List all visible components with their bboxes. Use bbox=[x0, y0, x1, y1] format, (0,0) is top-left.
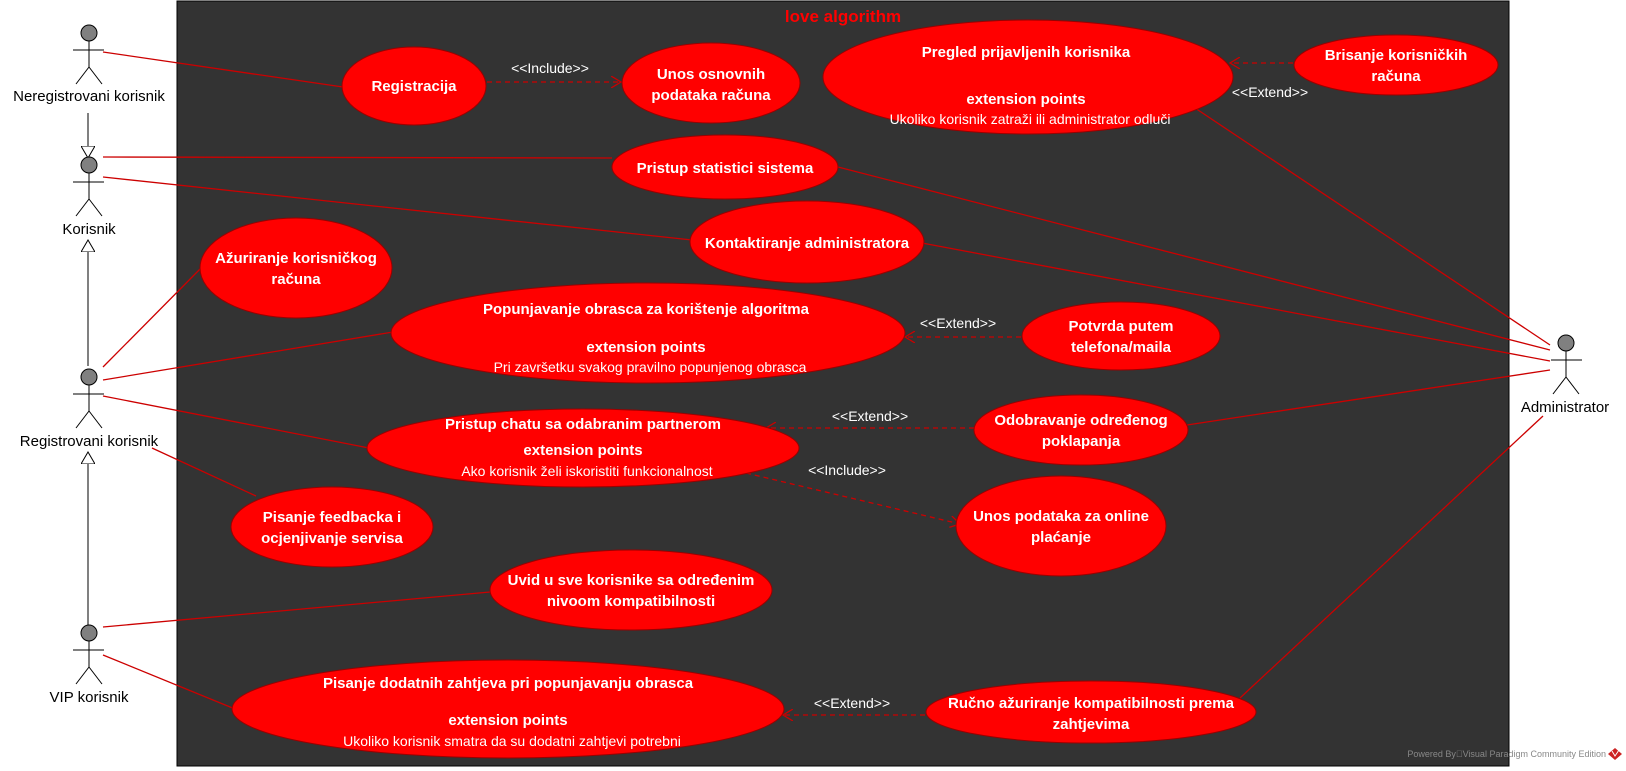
svg-text:Odobravanje određenog: Odobravanje određenog bbox=[994, 412, 1167, 429]
usecase-unos-podataka-placanje[interactable]: Unos podataka za online plaćanje bbox=[955, 475, 1167, 577]
svg-text:Neregistrovani korisnik: Neregistrovani korisnik bbox=[13, 88, 165, 105]
svg-text:extension points: extension points bbox=[448, 712, 567, 729]
usecase-brisanje-racuna[interactable]: Brisanje korisničkih računa bbox=[1293, 34, 1499, 96]
assoc-vip-dodatni bbox=[102, 654, 236, 710]
svg-text:Pisanje dodatnih zahtjeva pri: Pisanje dodatnih zahtjeva pri popunjavan… bbox=[323, 675, 694, 692]
svg-text:extension points: extension points bbox=[523, 442, 642, 459]
assoc-admin-statistika bbox=[837, 166, 1551, 351]
assoc-korisnik-statistika bbox=[102, 156, 613, 159]
actor-head-icon bbox=[80, 156, 98, 174]
actor-head-icon bbox=[80, 624, 98, 642]
svg-text:Registrovani korisnik: Registrovani korisnik bbox=[20, 433, 159, 450]
system-title: love algorithm bbox=[785, 7, 901, 26]
usecase-kontaktiranje-administratora[interactable]: Kontaktiranje administratora bbox=[689, 200, 925, 284]
assoc-admin-rucno bbox=[1239, 415, 1544, 699]
assoc-korisnik-kontakt bbox=[102, 176, 693, 241]
svg-text:Pristup statistici sistema: Pristup statistici sistema bbox=[637, 160, 814, 177]
svg-text:Administrator: Administrator bbox=[1521, 399, 1609, 416]
svg-text:računa: računa bbox=[271, 271, 321, 288]
usecase-azuriranje-racuna[interactable]: Ažuriranje korisničkog računa bbox=[199, 217, 393, 319]
svg-text:Ručno ažuriranje kompatibilnos: Ručno ažuriranje kompatibilnosti prema bbox=[948, 695, 1235, 712]
actor-administrator[interactable]: Administrator bbox=[1521, 334, 1609, 416]
svg-text:nivoom kompatibilnosti: nivoom kompatibilnosti bbox=[547, 593, 715, 610]
usecase-rucno-azuriranje[interactable]: Ručno ažuriranje kompatibilnosti prema z… bbox=[925, 680, 1257, 744]
usecase-pisanje-dodatnih-zahtjeva[interactable]: Pisanje dodatnih zahtjeva pri popunjavan… bbox=[231, 659, 785, 759]
visual-paradigm-logo-icon bbox=[1608, 748, 1622, 760]
actor-head-icon bbox=[80, 368, 98, 386]
svg-text:Unos osnovnih: Unos osnovnih bbox=[657, 66, 765, 83]
svg-text:Pri završetku svakog pravilno: Pri završetku svakog pravilno popunjenog… bbox=[494, 359, 807, 375]
usecase-odobravanje-poklapanja[interactable]: Odobravanje određenog poklapanja bbox=[973, 394, 1189, 466]
svg-text:telefona/maila: telefona/maila bbox=[1071, 339, 1172, 356]
actor-vip-korisnik[interactable]: VIP korisnik bbox=[50, 624, 129, 706]
assoc-neregistrovani-registracija bbox=[102, 51, 344, 88]
svg-text:VIP korisnik: VIP korisnik bbox=[50, 689, 129, 706]
svg-text:Registracija: Registracija bbox=[371, 78, 457, 95]
actor-neregistrovani-korisnik[interactable]: Neregistrovani korisnik bbox=[13, 24, 165, 105]
svg-text:ocjenjivanje servisa: ocjenjivanje servisa bbox=[261, 530, 403, 547]
assoc-admin-kontakt bbox=[921, 242, 1551, 362]
assoc-registrovani-azuriranje bbox=[102, 263, 206, 368]
svg-text:plaćanje: plaćanje bbox=[1031, 529, 1091, 546]
assoc-vip-uvid bbox=[102, 591, 491, 628]
actor-korisnik[interactable]: Korisnik bbox=[62, 156, 116, 238]
stereotype-include-registracija: <<Include>> bbox=[511, 60, 589, 76]
assoc-registrovani-feedback bbox=[151, 447, 257, 497]
svg-text:Unos podataka za online: Unos podataka za online bbox=[973, 508, 1149, 525]
stereotype-extend-brisanje: <<Extend>> bbox=[1232, 84, 1308, 100]
usecase-potvrda-telefon-mail[interactable]: Potvrda putem telefona/maila bbox=[1021, 301, 1221, 371]
svg-text:Potvrda putem: Potvrda putem bbox=[1068, 318, 1173, 335]
usecase-uvid-korisnike[interactable]: Uvid u sve korisnike sa određenim nivoom… bbox=[489, 549, 773, 631]
svg-text:Ažuriranje korisničkog: Ažuriranje korisničkog bbox=[215, 250, 377, 267]
svg-text:poklapanja: poklapanja bbox=[1042, 433, 1121, 450]
svg-text:extension points: extension points bbox=[586, 339, 705, 356]
usecase-feedback-ocjenjivanje[interactable]: Pisanje feedbacka i ocjenjivanje servisa bbox=[230, 486, 434, 568]
stereotype-extend-rucno: <<Extend>> bbox=[814, 695, 890, 711]
stereotype-extend-odobravanje: <<Extend>> bbox=[832, 408, 908, 424]
svg-text:Kontaktiranje administratora: Kontaktiranje administratora bbox=[705, 235, 910, 252]
powered-by-credit: Powered By Visual Paradigm Community Edi… bbox=[1407, 749, 1606, 759]
stereotype-extend-potvrda: <<Extend>> bbox=[920, 315, 996, 331]
svg-text:Pristup chatu sa odabranim par: Pristup chatu sa odabranim partnerom bbox=[445, 416, 721, 433]
usecase-pristup-statistici[interactable]: Pristup statistici sistema bbox=[611, 134, 839, 200]
assoc-admin-pregled bbox=[1194, 107, 1551, 346]
svg-text:Ako korisnik želi iskoristiti: Ako korisnik želi iskoristiti funkcional… bbox=[461, 463, 712, 479]
usecase-pristup-chatu[interactable]: Pristup chatu sa odabranim partnerom ext… bbox=[366, 408, 800, 488]
usecase-pregled-prijavljenih[interactable]: Pregled prijavljenih korisnika extension… bbox=[822, 19, 1234, 135]
usecase-registracija[interactable]: Registracija bbox=[341, 46, 487, 126]
assoc-admin-odobravanje bbox=[1186, 369, 1551, 426]
svg-text:Uvid u sve korisnike sa određe: Uvid u sve korisnike sa određenim bbox=[508, 572, 755, 589]
svg-text:Korisnik: Korisnik bbox=[62, 221, 116, 238]
stereotype-include-placanje: <<Include>> bbox=[808, 462, 886, 478]
svg-text:Ukoliko korisnik smatra da su: Ukoliko korisnik smatra da su dodatni za… bbox=[343, 733, 681, 749]
svg-text:Brisanje korisničkih: Brisanje korisničkih bbox=[1325, 47, 1468, 64]
actor-head-icon bbox=[1557, 334, 1575, 352]
svg-text:Ukoliko korisnik zatraži ili a: Ukoliko korisnik zatraži ili administrat… bbox=[890, 111, 1171, 127]
actor-head-icon bbox=[80, 24, 98, 42]
svg-text:Pisanje feedbacka i: Pisanje feedbacka i bbox=[263, 509, 401, 526]
svg-text:extension points: extension points bbox=[966, 91, 1085, 108]
system-boundary bbox=[176, 0, 1510, 767]
svg-text:računa: računa bbox=[1371, 68, 1421, 85]
svg-text:Popunjavanje obrasca za korišt: Popunjavanje obrasca za korištenje algor… bbox=[483, 301, 810, 318]
assoc-registrovani-popunjavanje bbox=[102, 331, 394, 381]
usecase-unos-osnovnih-podataka[interactable]: Unos osnovnih podataka računa bbox=[621, 42, 801, 124]
associations bbox=[102, 51, 1551, 710]
usecase-popunjavanje-obrasca[interactable]: Popunjavanje obrasca za korištenje algor… bbox=[390, 282, 906, 384]
dep-include-chat-placanje bbox=[745, 472, 960, 524]
assoc-registrovani-chat bbox=[102, 395, 370, 449]
svg-text:zahtjevima: zahtjevima bbox=[1053, 716, 1130, 733]
svg-text:podataka računa: podataka računa bbox=[651, 87, 771, 104]
actor-registrovani-korisnik[interactable]: Registrovani korisnik bbox=[20, 368, 159, 450]
svg-text:Pregled prijavljenih korisnika: Pregled prijavljenih korisnika bbox=[922, 44, 1131, 61]
dependencies bbox=[487, 63, 1293, 715]
